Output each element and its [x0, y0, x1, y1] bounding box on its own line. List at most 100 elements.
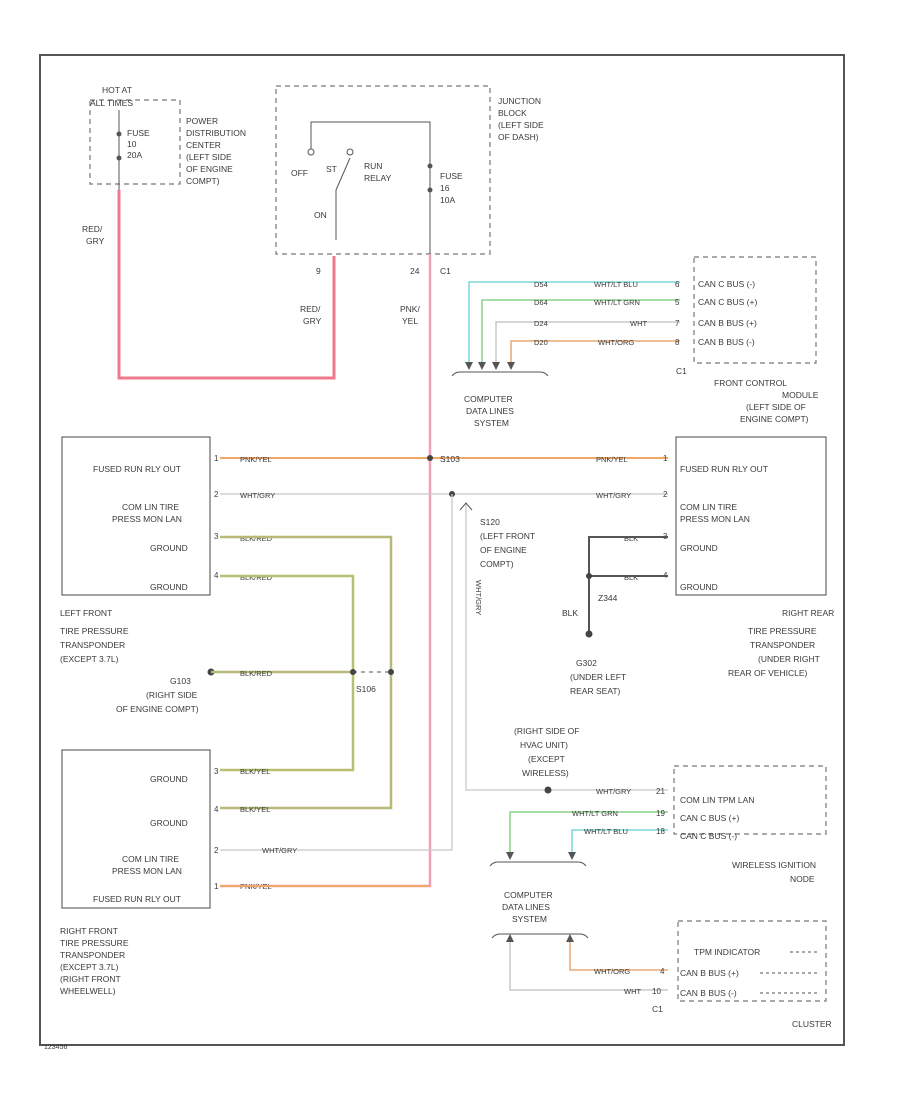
label-rr-w2: WHT/GRY: [596, 491, 631, 500]
label-jb-fuse-amp: 10A: [440, 195, 455, 205]
label-rr-w1: PNK/YEL: [596, 455, 628, 464]
label-cdl2-3: SYSTEM: [512, 914, 547, 924]
label-fcm-w3-color: WHT: [630, 319, 647, 328]
label-pdc-4: (LEFT SIDE: [186, 152, 232, 162]
label-fuse-10-num: 10: [127, 139, 137, 149]
rr-ground-splice-dot: [586, 573, 592, 579]
wireless-ignition-node-box: [673, 765, 827, 835]
wire-fcm-can-b-minus: [510, 340, 680, 362]
label-wire-red-2: GRY: [86, 236, 105, 246]
label-sw-st: ST: [326, 164, 337, 174]
label-cdl2-1: COMPUTER: [504, 890, 553, 900]
label-cdl2-2: DATA LINES: [502, 902, 550, 912]
label-rf-w3: BLK/YEL: [240, 767, 270, 776]
label-win-w3: WHT/LT BLU: [584, 827, 628, 836]
label-wire-pnk-1: PNK/: [400, 304, 420, 314]
label-rf-pin1: 1: [214, 882, 219, 891]
label-jb-fuse-num: 16: [440, 183, 450, 193]
label-s120-2: (LEFT FRONT: [480, 531, 535, 541]
label-cluster: CLUSTER: [792, 1019, 832, 1029]
label-pdc-1: POWER: [186, 116, 218, 126]
label-win-pin2: 19: [656, 809, 665, 818]
label-rf-6: WHEELWELL): [60, 986, 116, 996]
label-lf-pin4: 4: [214, 571, 219, 580]
label-rf-pin4: 4: [214, 805, 219, 814]
label-rr-r4: GROUND: [680, 582, 718, 592]
label-g103-w: BLK/RED: [240, 669, 273, 678]
label-fuse-10: FUSE: [127, 128, 150, 138]
wire-fcm-can-b-plus: [495, 321, 680, 362]
label-pdc-5: OF ENGINE: [186, 164, 233, 174]
label-g103-1: G103: [170, 676, 191, 686]
label-z-circ: Z344: [598, 593, 618, 603]
left-front-transponder-box: [61, 436, 211, 596]
ignition-switch-blade: [335, 157, 351, 191]
data-lines-connector-middle: [489, 852, 587, 867]
label-rr-3: TRANSPONDER: [750, 640, 815, 650]
label-rf-w2: WHT/GRY: [262, 846, 297, 855]
label-g103-2: (RIGHT SIDE: [146, 690, 198, 700]
label-win-r1: COM LIN TPM LAN: [680, 795, 754, 805]
label-win-r3: CAN C BUS (-): [680, 831, 737, 841]
label-cl-c1: C1: [652, 1004, 663, 1014]
label-win-r2: CAN C BUS (+): [680, 813, 739, 823]
label-win-pin1: 21: [656, 787, 665, 796]
splice-s106-dot-a: [350, 669, 356, 675]
ignition-switch-st: [346, 148, 354, 156]
label-fcm-4: ENGINE COMPT): [740, 414, 809, 424]
label-rf-5: (RIGHT FRONT: [60, 974, 121, 984]
label-pin-9: 9: [316, 266, 321, 276]
label-cdl-3: SYSTEM: [474, 418, 509, 428]
s120-branch-arrow: [459, 502, 473, 511]
data-lines-connector-bottom: [491, 933, 589, 942]
label-pdc-3: CENTER: [186, 140, 221, 150]
label-all-times: ALL TIMES: [90, 98, 133, 108]
splice-s103-dot: [427, 455, 433, 461]
label-rr-5: REAR OF VEHICLE): [728, 668, 808, 678]
label-win-w2: WHT/LT GRN: [572, 809, 618, 818]
label-cl-w1: WHT/ORG: [594, 967, 630, 976]
label-wire-pnk-2: YEL: [402, 316, 418, 326]
label-jb-3: (LEFT SIDE: [498, 120, 544, 130]
label-rr-pin1: 1: [663, 454, 668, 463]
label-wht-gry-vert: WHT/GRY: [474, 580, 483, 615]
wire-win-can-c-plus: [509, 811, 668, 852]
label-hvac-1: (RIGHT SIDE OF: [514, 726, 580, 736]
label-rr-4: (UNDER RIGHT: [758, 654, 820, 664]
label-fcm-w4-color: WHT/ORG: [598, 338, 634, 347]
label-lf-w3: BLK/RED: [240, 534, 273, 543]
label-rr-pin2: 2: [663, 490, 668, 499]
wire-wht-gry-win: [465, 503, 668, 791]
label-jb-2: BLOCK: [498, 108, 527, 118]
label-lf-4: (EXCEPT 3.7L): [60, 654, 119, 664]
label-jb-1: JUNCTION: [498, 96, 541, 106]
label-rf-pin2: 2: [214, 846, 219, 855]
label-rf-4: (EXCEPT 3.7L): [60, 962, 119, 972]
label-sw-off: OFF: [291, 168, 308, 178]
label-cl-pin1: 4: [660, 967, 665, 976]
label-fcm-2: MODULE: [782, 390, 819, 400]
label-fcm-w3-circ: D24: [534, 319, 548, 328]
label-rf-pin3: 3: [214, 767, 219, 776]
label-conn-c1: C1: [440, 266, 451, 276]
label-fcm-w2-color: WHT/LT GRN: [594, 298, 640, 307]
wire-blk-rr-ground-a: [588, 536, 668, 632]
label-hvac-3: (EXCEPT: [528, 754, 565, 764]
wire-wht-gry-rf: [220, 494, 453, 851]
label-rf-2: TIRE PRESSURE: [60, 938, 129, 948]
label-blk-vert: BLK: [562, 608, 578, 618]
label-lf-r4: GROUND: [150, 582, 188, 592]
label-jb-4: OF DASH): [498, 132, 539, 142]
g302-ground-dot: [585, 630, 593, 638]
label-fcm-r3: CAN B BUS (+): [698, 318, 757, 328]
label-win-pin3: 18: [656, 827, 665, 836]
front-control-module-box: [693, 256, 817, 364]
label-fcm-w4-circ: D20: [534, 338, 548, 347]
label-fcm-w4-pin: 8: [675, 338, 680, 347]
label-g302-2: (UNDER LEFT: [570, 672, 626, 682]
label-cdl-1: COMPUTER: [464, 394, 513, 404]
ignition-switch-off: [307, 148, 315, 156]
label-s106: S106: [356, 684, 376, 694]
hvac-splice-dot: [544, 786, 552, 794]
